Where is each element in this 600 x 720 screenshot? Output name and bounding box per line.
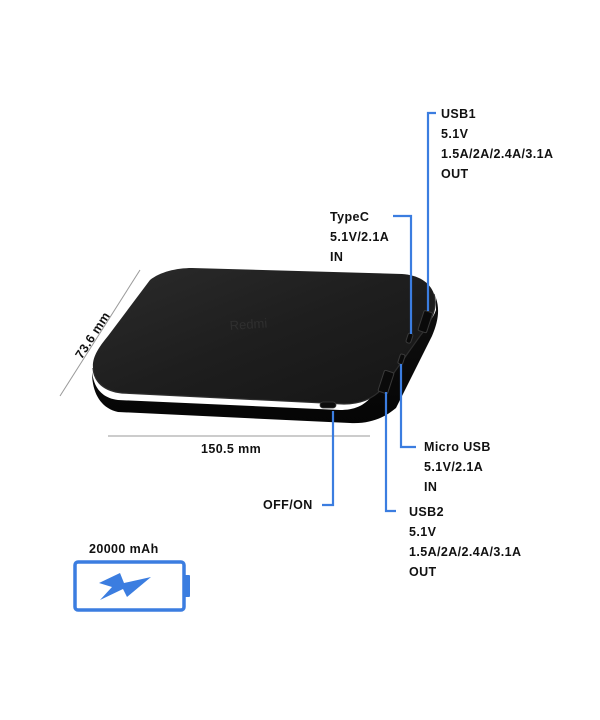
usb1-name: USB1 xyxy=(441,107,476,121)
usb2-direction: OUT xyxy=(409,565,437,579)
lightning-bolt-icon xyxy=(99,573,151,600)
power-bank: Redmi xyxy=(92,268,439,424)
power-bank-side xyxy=(92,298,439,424)
power-bank-top xyxy=(92,268,436,404)
micro-usb-callout-line xyxy=(399,364,416,449)
width-dimension-label: 150.5 mm xyxy=(201,442,262,456)
typec-callout-line xyxy=(393,214,413,334)
typec-name: TypeC xyxy=(330,210,370,224)
depth-dimension-line xyxy=(59,269,141,397)
typec-direction: IN xyxy=(330,250,344,264)
usb1-callout-line xyxy=(426,111,436,311)
usb2-port xyxy=(377,369,395,395)
usb1-direction: OUT xyxy=(441,167,469,181)
usb1-spec-label: USB1 5.1V 1.5A/2A/2.4A/3.1A OUT xyxy=(441,104,553,184)
power-callout-line xyxy=(322,411,335,507)
usb2-callout-line xyxy=(384,392,396,513)
usb2-voltage: 5.1V xyxy=(409,525,437,539)
typec-spec-label: TypeC 5.1V/2.1A IN xyxy=(330,207,389,267)
usb2-name: USB2 xyxy=(409,505,444,519)
micro-usb-direction: IN xyxy=(424,480,438,494)
brand-logo: Redmi xyxy=(229,315,268,333)
micro-usb-port xyxy=(397,353,406,365)
usb2-spec-label: USB2 5.1V 1.5A/2A/2.4A/3.1A OUT xyxy=(409,502,521,582)
capacity-label: 20000 mAh xyxy=(89,542,159,556)
micro-usb-spec-label: Micro USB 5.1V/2.1A IN xyxy=(424,437,491,497)
battery-charging-icon xyxy=(73,560,190,612)
micro-usb-name: Micro USB xyxy=(424,440,491,454)
usb2-current: 1.5A/2A/2.4A/3.1A xyxy=(409,545,522,559)
typec-voltage-current: 5.1V/2.1A xyxy=(330,230,390,244)
usb1-port xyxy=(417,310,433,334)
power-button xyxy=(319,401,337,409)
usb1-current: 1.5A/2A/2.4A/3.1A xyxy=(441,147,554,161)
micro-usb-voltage-current: 5.1V/2.1A xyxy=(424,460,484,474)
usb1-voltage: 5.1V xyxy=(441,127,469,141)
power-button-label: OFF/ON xyxy=(263,498,313,512)
